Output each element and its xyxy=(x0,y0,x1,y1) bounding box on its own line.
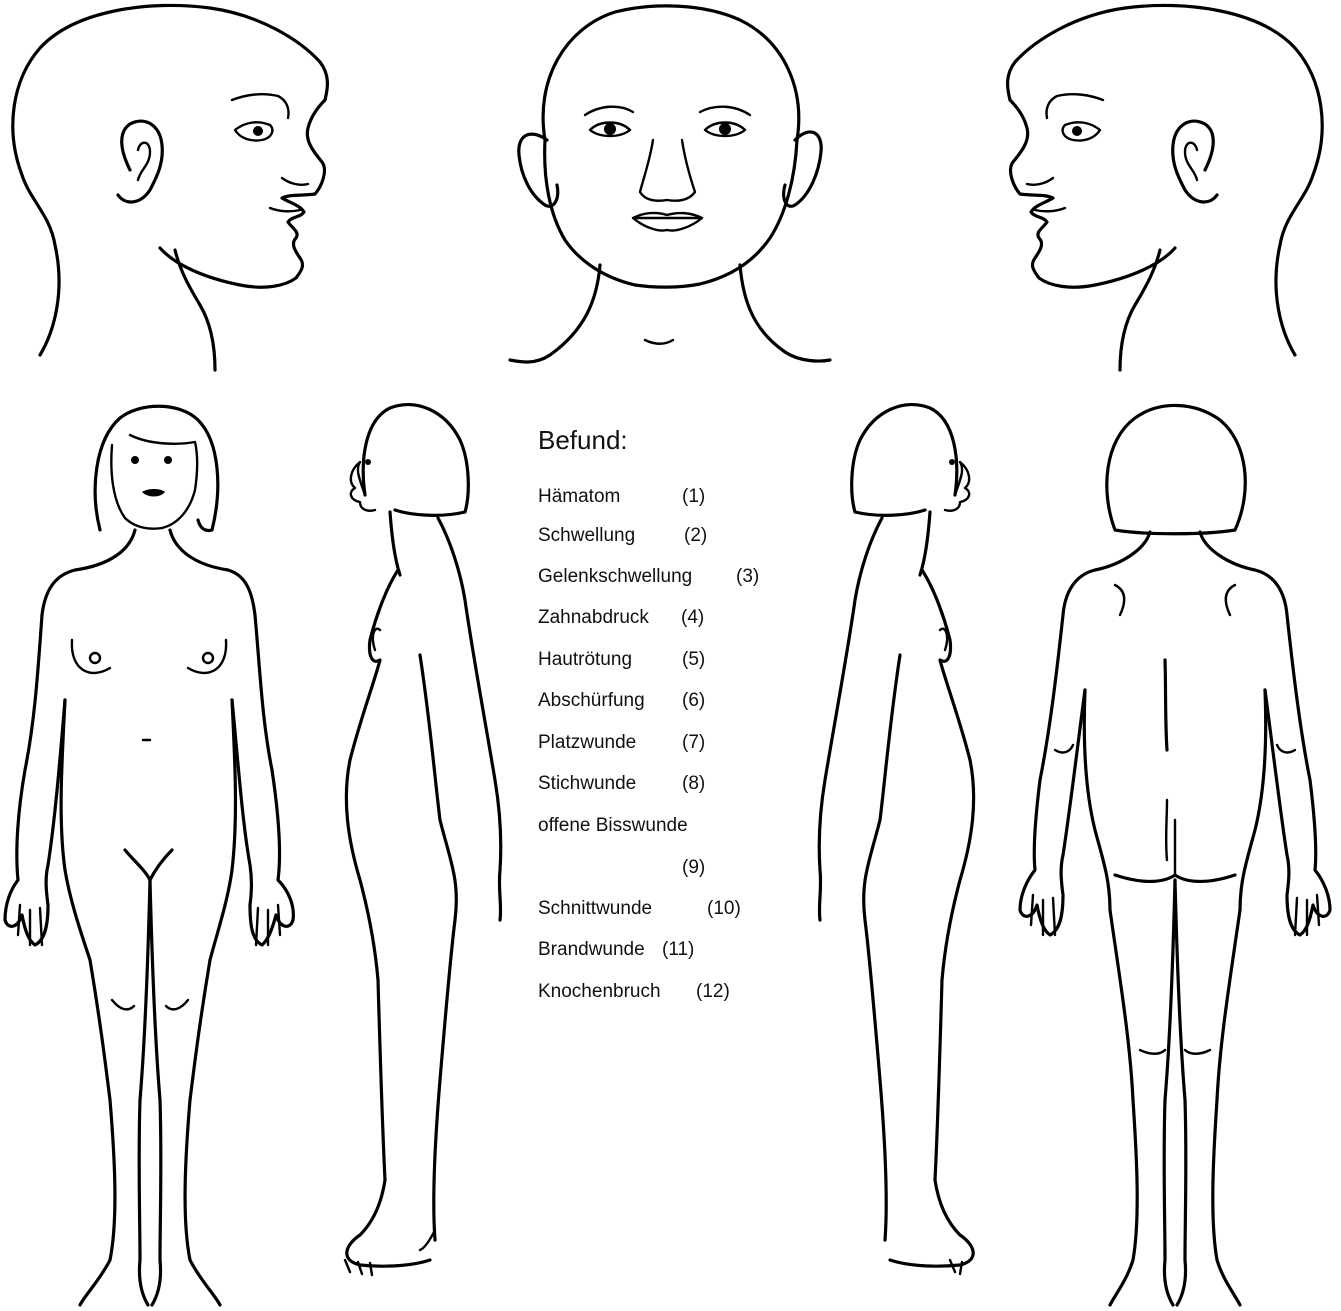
legend-item: Zahnabdruck (4) xyxy=(538,607,649,629)
legend-item-code: (4) xyxy=(681,607,704,629)
legend-item-label: Abschürfung xyxy=(538,690,645,711)
legend-item: Schwellung (2) xyxy=(538,525,635,547)
legend-item-label: Schwellung xyxy=(538,525,635,546)
legend-item-label: Knochenbruch xyxy=(538,981,661,1002)
legend-item: offene Bisswunde xyxy=(538,815,688,837)
legend-item: Knochenbruch (12) xyxy=(538,981,661,1003)
legend-item-code: (9) xyxy=(682,857,705,879)
legend-title: Befund: xyxy=(538,425,628,456)
legend-item-code: (1) xyxy=(682,486,705,508)
legend-item-code: (7) xyxy=(682,732,705,754)
legend-item-code: (5) xyxy=(682,649,705,671)
legend-item-code: (6) xyxy=(682,690,705,712)
legend-item: Stichwunde (8) xyxy=(538,773,636,795)
legend-item: Platzwunde (7) xyxy=(538,732,636,754)
head-front xyxy=(505,0,835,380)
legend-item-code: (11) xyxy=(662,939,694,961)
legend-item-code: (12) xyxy=(696,981,730,1003)
legend-item: Hämatom (1) xyxy=(538,486,620,508)
body-front xyxy=(0,400,300,1310)
legend-item: Schnittwunde (10) xyxy=(538,898,652,920)
legend-item-label: Brandwunde xyxy=(538,939,645,960)
legend-item-label: Hämatom xyxy=(538,486,620,507)
body-side-left-facing xyxy=(320,400,520,1290)
legend-item-code: (8) xyxy=(682,773,705,795)
legend-item-label: Hautrötung xyxy=(538,649,632,670)
legend-item-label: Platzwunde xyxy=(538,732,636,753)
legend-item: Gelenkschwellung (3) xyxy=(538,566,692,588)
legend-item: Hautrötung (5) xyxy=(538,649,632,671)
body-side-right-facing xyxy=(800,400,1000,1290)
legend-item-label: Stichwunde xyxy=(538,773,636,794)
body-back xyxy=(1015,400,1335,1310)
legend-item-code: (2) xyxy=(684,525,707,547)
legend-item-label: Schnittwunde xyxy=(538,898,652,919)
legend-item: Abschürfung (6) xyxy=(538,690,645,712)
legend-item-label: Gelenkschwellung xyxy=(538,566,692,587)
legend-item-code: (3) xyxy=(736,566,759,588)
head-profile-left-facing xyxy=(995,0,1335,380)
legend-item: Brandwunde (11) xyxy=(538,939,645,961)
legend-item-label: Zahnabdruck xyxy=(538,607,649,628)
legend-item-label: offene Bisswunde xyxy=(538,815,688,836)
legend-item-code: (10) xyxy=(707,898,741,920)
head-profile-right-facing xyxy=(0,0,340,380)
